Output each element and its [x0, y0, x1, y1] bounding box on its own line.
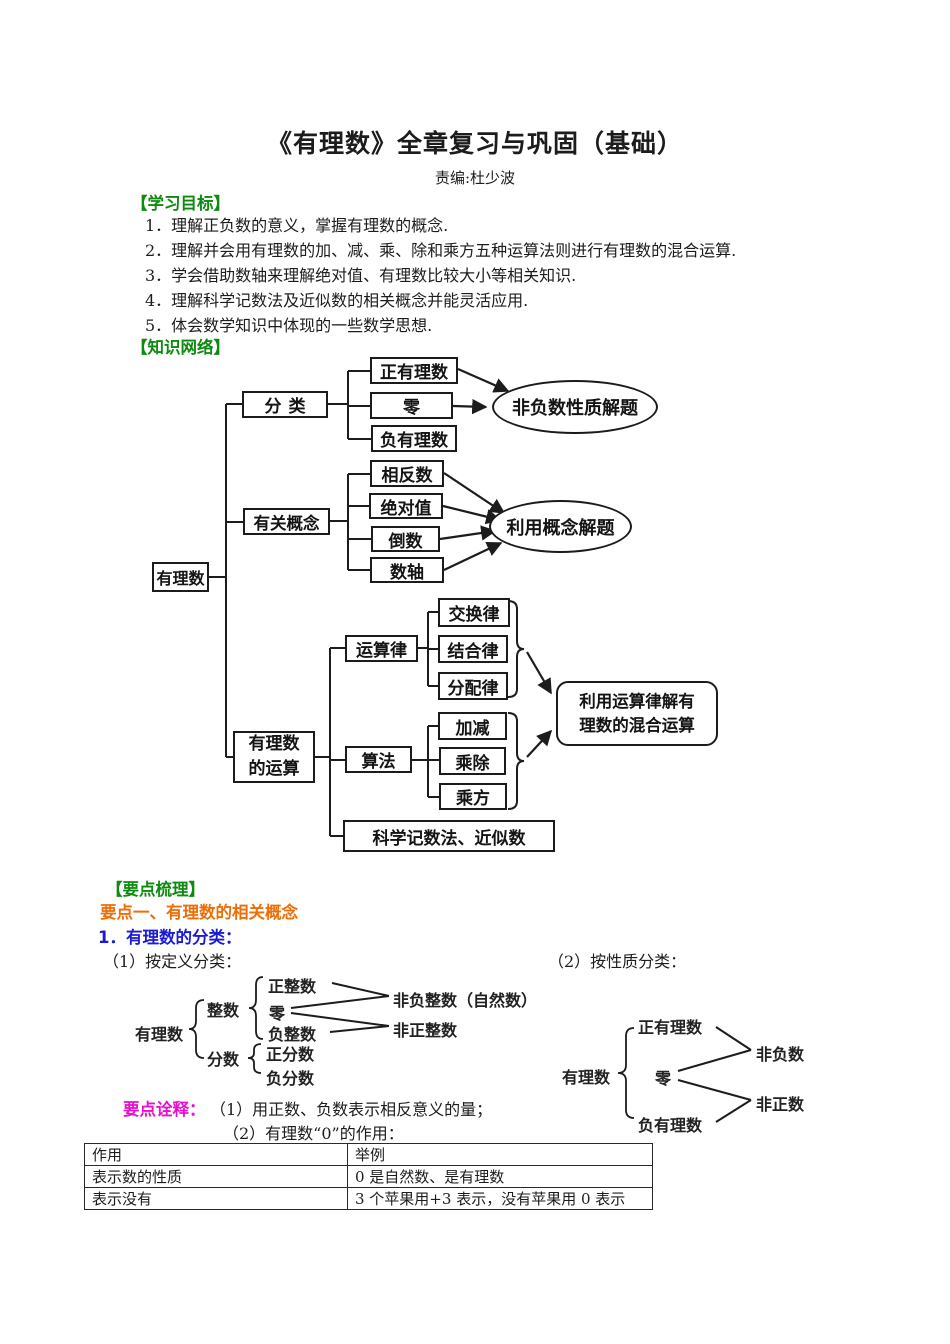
table-row: 表示数的性质 0 是自然数、是有理数: [84, 1165, 653, 1188]
network-box-multiply-divide: 乘除: [439, 747, 506, 775]
prop-chart-zero: 零: [655, 1069, 672, 1088]
table-header-example: 举例: [347, 1143, 653, 1166]
def-chart-root: 有理数: [135, 1025, 184, 1044]
network-ellipse-concept-solving: 利用概念解题: [489, 500, 632, 553]
section-header-network: 【知识网络】: [131, 338, 230, 357]
prop-chart-negative-rational: 负有理数: [638, 1116, 703, 1135]
network-box-mixed-operations: 利用运算律解有 理数的混合运算: [556, 681, 718, 746]
note-line-2: （2）有理数“0”的作用：: [223, 1124, 404, 1143]
table-header-row: 作用 举例: [84, 1143, 653, 1166]
editor-byline: 责编:杜少波: [434, 169, 516, 187]
topic1-header: 要点一、有理数的相关概念: [100, 903, 298, 922]
prop-chart-nonnegative: 非负数: [756, 1045, 805, 1064]
network-box-add-subtract: 加减: [438, 712, 507, 740]
def-chart-zero: 零: [269, 1004, 286, 1023]
notes-label: 要点诠释：: [123, 1100, 206, 1119]
network-box-negative-rational: 负有理数: [371, 425, 457, 452]
network-box-associative-law: 结合律: [438, 635, 508, 663]
network-box-distributive-law: 分配律: [438, 672, 508, 700]
network-box-commutative-law: 交换律: [438, 598, 510, 627]
page-title: 《有理数》全章复习与巩固（基础）: [266, 129, 683, 158]
goal-item-3: 3．学会借助数轴来理解绝对值、有理数比较大小等相关知识.: [145, 266, 577, 285]
property-classification-label: （2）按性质分类：: [548, 952, 687, 971]
network-box-rational-root: 有理数: [152, 562, 209, 592]
note-line-1: （1）用正数、负数表示相反意义的量；: [210, 1100, 493, 1119]
prop-chart-positive-rational: 正有理数: [638, 1018, 703, 1037]
network-box-classification: 分类: [242, 391, 328, 418]
network-box-power: 乘方: [439, 783, 507, 810]
prop-chart-root: 有理数: [562, 1068, 611, 1087]
def-chart-nonpositive-integer: 非正整数: [393, 1021, 458, 1040]
def-chart-positive-integer: 正整数: [268, 977, 317, 996]
network-box-zero: 零: [370, 392, 453, 419]
network-box-absolute-value: 绝对值: [369, 493, 443, 519]
network-box-scientific-notation: 科学记数法、近似数: [343, 820, 555, 852]
def-chart-positive-fraction: 正分数: [266, 1045, 315, 1064]
network-box-positive-rational: 正有理数: [370, 357, 458, 384]
table-cell-example-2: 3 个苹果用+3 表示，没有苹果用 0 表示: [347, 1187, 653, 1210]
network-box-rational-operations: 有理数 的运算: [233, 731, 315, 783]
property-chart-brace: [617, 1027, 635, 1119]
definition-classification-label: （1）按定义分类：: [103, 952, 242, 971]
network-box-related-concepts: 有关概念: [243, 508, 330, 535]
network-box-reciprocal: 倒数: [371, 526, 440, 552]
network-box-opposite-number: 相反数: [370, 460, 444, 487]
table-cell-purpose-2: 表示没有: [84, 1187, 348, 1210]
def-chart-fraction: 分数: [207, 1050, 240, 1069]
prop-chart-nonpositive: 非正数: [756, 1095, 805, 1114]
network-box-number-axis: 数轴: [370, 557, 444, 583]
table-cell-example-1: 0 是自然数、是有理数: [347, 1165, 653, 1188]
network-box-operation-laws: 运算律: [345, 635, 418, 662]
goal-item-4: 4．理解科学记数法及近似数的相关概念并能灵活应用.: [145, 291, 529, 310]
section-header-outline: 【要点梳理】: [106, 880, 205, 899]
table-header-purpose: 作用: [84, 1143, 348, 1166]
zero-usage-table: 作用 举例 表示数的性质 0 是自然数、是有理数 表示没有 3 个苹果用+3 表…: [84, 1143, 653, 1210]
goal-item-2: 2．理解并会用有理数的加、减、乘、除和乘方五种运算法则进行有理数的混合运算.: [145, 241, 737, 260]
goal-item-1: 1．理解正负数的意义，掌握有理数的概念.: [145, 216, 449, 235]
goal-item-5: 5．体会数学知识中体现的一些数学思想.: [145, 316, 433, 335]
def-chart-negative-fraction: 负分数: [266, 1069, 315, 1088]
network-ellipse-nonnegative-solving: 非负数性质解题: [492, 380, 658, 434]
network-braces: [507, 600, 525, 810]
subtopic1-header: 1．有理数的分类：: [98, 928, 242, 947]
def-chart-nonnegative-integer: 非负整数（自然数）: [393, 991, 538, 1010]
property-chart-lines: [677, 1026, 752, 1123]
network-box-algorithm: 算法: [345, 746, 412, 773]
section-header-goals: 【学习目标】: [131, 194, 230, 213]
table-cell-purpose-1: 表示数的性质: [84, 1165, 348, 1188]
table-row: 表示没有 3 个苹果用+3 表示，没有苹果用 0 表示: [84, 1187, 653, 1210]
def-chart-integer: 整数: [207, 1001, 240, 1020]
